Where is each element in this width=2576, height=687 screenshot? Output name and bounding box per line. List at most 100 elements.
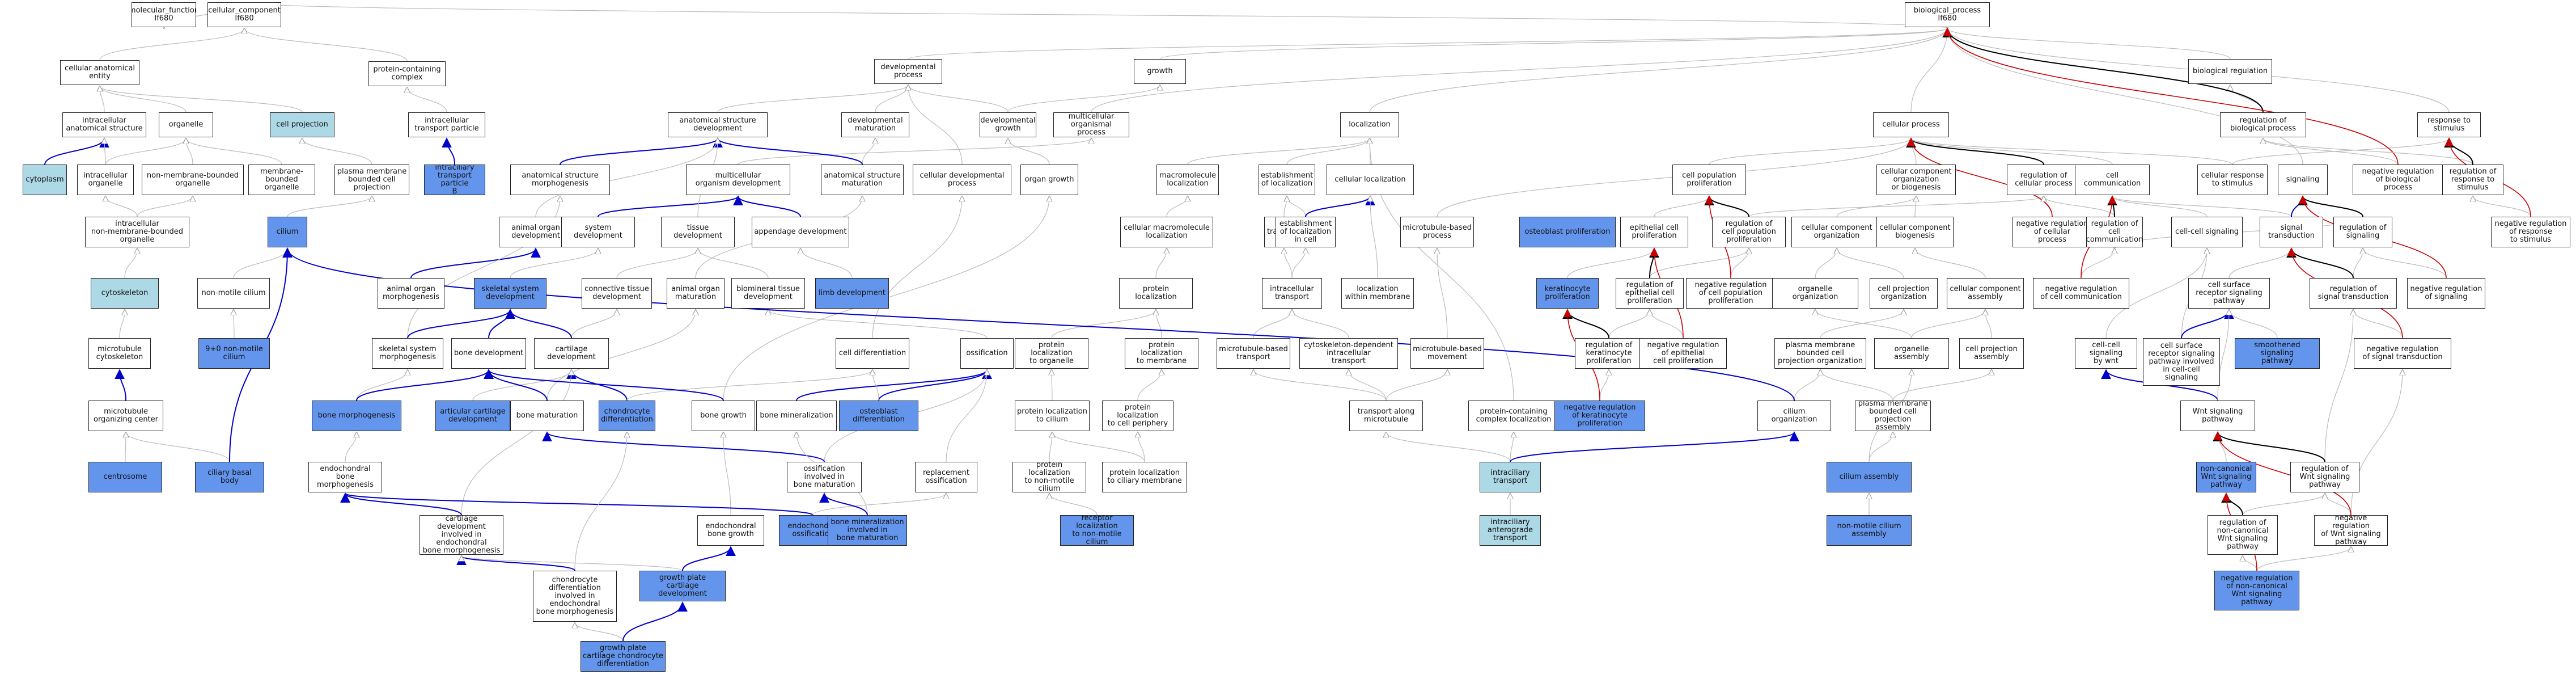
go-term-node[interactable]: organelle organization bbox=[1772, 278, 1858, 309]
go-term-node[interactable]: centrosome bbox=[88, 462, 162, 492]
go-term-node[interactable]: regulation of cell communication bbox=[2086, 217, 2143, 247]
go-term-node[interactable]: negative regulation of signal transducti… bbox=[2354, 338, 2451, 369]
go-term-node[interactable]: articular cartilage development bbox=[435, 401, 510, 431]
go-term-node[interactable]: regulation of cell population proliferat… bbox=[1712, 217, 1786, 247]
go-term-node[interactable]: localization within membrane bbox=[1341, 278, 1414, 309]
go-term-node[interactable]: bone maturation bbox=[510, 401, 584, 431]
go-term-node[interactable]: cellular component organization bbox=[1791, 217, 1882, 247]
go-term-node[interactable]: cartilage development bbox=[534, 338, 609, 369]
go-term-node[interactable]: cell surface receptor signaling pathway bbox=[2188, 278, 2270, 309]
go-term-node[interactable]: cytoplasm bbox=[23, 165, 67, 195]
go-term-node[interactable]: cellular macromolecule localization bbox=[1120, 217, 1213, 247]
go-term-node[interactable]: bone mineralization bbox=[756, 401, 837, 431]
go-term-node[interactable]: non-motile cilium assembly bbox=[1827, 515, 1912, 546]
go-term-node[interactable]: cellular response to stimulus bbox=[2197, 165, 2268, 195]
go-term-node[interactable]: cartilage development involved in endoch… bbox=[420, 515, 503, 555]
go-term-node[interactable]: biomineral tissue development bbox=[731, 278, 805, 309]
go-term-node[interactable]: animal organ development bbox=[499, 217, 573, 247]
go-term-node[interactable]: cellular_component If680 bbox=[207, 2, 281, 27]
go-term-node[interactable]: cell communication bbox=[2075, 165, 2150, 195]
go-term-node[interactable]: protein-containing complex bbox=[368, 61, 446, 86]
go-term-node[interactable]: animal organ maturation bbox=[667, 278, 724, 309]
go-term-node[interactable]: protein localization to organelle bbox=[1015, 338, 1088, 369]
go-term-node[interactable]: endochondral bone growth bbox=[697, 515, 764, 546]
go-term-node[interactable]: cytoskeleton bbox=[91, 278, 159, 309]
go-term-node[interactable]: cell differentiation bbox=[836, 338, 909, 369]
go-term-node[interactable]: system development bbox=[561, 217, 635, 247]
go-term-node[interactable]: regulation of response to stimulus bbox=[2442, 165, 2503, 195]
go-term-node[interactable]: cell projection bbox=[270, 112, 334, 137]
go-term-node[interactable]: cellular localization bbox=[1327, 165, 1414, 195]
go-term-node[interactable]: localization bbox=[1340, 112, 1399, 137]
go-term-node[interactable]: developmental growth bbox=[980, 112, 1036, 137]
go-term-node[interactable]: regulation of keratinocyte proliferation bbox=[1575, 338, 1643, 369]
go-term-node[interactable]: growth bbox=[1134, 59, 1186, 84]
go-term-node[interactable]: ossification bbox=[960, 338, 1014, 369]
go-term-node[interactable]: protein localization to cilium bbox=[1015, 401, 1090, 431]
go-term-node[interactable]: cellular component assembly bbox=[1947, 278, 2024, 309]
go-term-node[interactable]: growth plate cartilage development bbox=[639, 571, 726, 601]
go-term-node[interactable]: protein localization to cell periphery bbox=[1102, 401, 1173, 431]
go-term-node[interactable]: keratinocyte proliferation bbox=[1536, 278, 1599, 309]
go-term-node[interactable]: bone mineralization involved in bone mat… bbox=[828, 515, 907, 546]
go-term-node[interactable]: regulation of epithelial cell proliferat… bbox=[1616, 278, 1684, 309]
go-term-node[interactable]: cell-cell signaling bbox=[2171, 217, 2243, 247]
go-term-node[interactable]: cellular component biogenesis bbox=[1876, 217, 1954, 247]
go-term-node[interactable]: regulation of signal transduction bbox=[2310, 278, 2397, 309]
go-term-node[interactable]: cell surface receptor signaling pathway … bbox=[2143, 338, 2220, 386]
go-term-node[interactable]: regulation of Wnt signaling pathway bbox=[2290, 462, 2359, 492]
go-term-node[interactable]: cilium assembly bbox=[1827, 462, 1912, 492]
go-term-node[interactable]: negative regulation of response to stimu… bbox=[2491, 217, 2570, 247]
go-term-node[interactable]: animal organ morphogenesis bbox=[378, 278, 444, 309]
go-term-node[interactable]: biological_process If680 bbox=[1905, 2, 1990, 27]
go-term-node[interactable]: cell population proliferation bbox=[1672, 165, 1746, 195]
go-term-node[interactable]: cytoskeleton-dependent intracellular tra… bbox=[1299, 338, 1398, 369]
go-term-node[interactable]: bone growth bbox=[692, 401, 755, 431]
go-term-node[interactable]: anatomical structure development bbox=[668, 112, 768, 137]
go-term-node[interactable]: regulation of biological process bbox=[2220, 112, 2306, 137]
go-term-node[interactable]: negative regulation of biological proces… bbox=[2353, 165, 2443, 195]
go-term-node[interactable]: biological regulation bbox=[2188, 59, 2272, 84]
go-term-node[interactable]: intracellular transport bbox=[1262, 278, 1322, 309]
go-term-node[interactable]: non-membrane-bounded organelle bbox=[142, 165, 244, 195]
go-term-node[interactable]: negative regulation of non-canonical Wnt… bbox=[2214, 571, 2299, 610]
go-term-node[interactable]: developmental process bbox=[874, 59, 942, 84]
go-term-node[interactable]: endochondral bone morphogenesis bbox=[308, 462, 382, 492]
go-term-node[interactable]: cellular component organization or bioge… bbox=[1876, 165, 1956, 195]
go-term-node[interactable]: plasma membrane bounded cell projection bbox=[334, 165, 409, 195]
go-term-node[interactable]: smoothened signaling pathway bbox=[2235, 338, 2320, 369]
go-term-node[interactable]: organ growth bbox=[1020, 165, 1078, 195]
go-term-node[interactable]: regulation of cellular process bbox=[2007, 165, 2081, 195]
go-term-node[interactable]: cell-cell signaling by wnt bbox=[2075, 338, 2137, 369]
go-term-node[interactable]: receptor localization to non-motile cili… bbox=[1060, 515, 1134, 546]
go-term-node[interactable]: signaling bbox=[2278, 165, 2328, 195]
go-term-node[interactable]: chondrocyte differentiation bbox=[599, 401, 655, 431]
go-term-node[interactable]: microtubule-based movement bbox=[1410, 338, 1484, 369]
go-term-node[interactable]: cilium bbox=[268, 217, 307, 247]
go-term-node[interactable]: anatomical structure maturation bbox=[821, 165, 904, 195]
go-term-node[interactable]: negative regulation of cellular process bbox=[2012, 217, 2092, 247]
go-term-node[interactable]: ciliary basal body bbox=[195, 462, 264, 492]
go-term-node[interactable]: microtubule-based transport bbox=[1217, 338, 1290, 369]
go-term-node[interactable]: intraciliary transport particle B bbox=[424, 165, 485, 195]
go-term-node[interactable]: signal transduction bbox=[2260, 217, 2323, 247]
go-term-node[interactable]: connective tissue development bbox=[582, 278, 652, 309]
go-term-node[interactable]: cellular developmental process bbox=[913, 165, 1011, 195]
go-term-node[interactable]: cilium organization bbox=[1757, 401, 1831, 431]
go-term-node[interactable]: tissue development bbox=[661, 217, 735, 247]
go-term-node[interactable]: microtubule cytoskeleton bbox=[88, 338, 151, 369]
go-term-node[interactable]: macromolecule localization bbox=[1156, 165, 1219, 195]
go-term-node[interactable]: skeletal system morphogenesis bbox=[372, 338, 443, 369]
go-term-node[interactable]: plasma membrane bounded cell projection … bbox=[1855, 401, 1931, 431]
go-term-node[interactable]: protein localization to non-motile ciliu… bbox=[1012, 462, 1086, 492]
go-term-node[interactable]: microtubule organizing center bbox=[88, 401, 163, 431]
go-term-node[interactable]: plasma membrane bounded cell projection … bbox=[1774, 338, 1866, 369]
go-term-node[interactable]: microtubule-based process bbox=[1400, 217, 1474, 247]
go-term-node[interactable]: molecular_function If680 bbox=[132, 2, 196, 27]
go-term-node[interactable]: intracellular organelle bbox=[77, 165, 134, 195]
go-term-node[interactable]: regulation of signaling bbox=[2333, 217, 2392, 247]
go-term-node[interactable]: negative regulation of epithelial cell p… bbox=[1639, 338, 1727, 369]
go-term-node[interactable]: negative regulation of signaling bbox=[2407, 278, 2485, 309]
go-term-node[interactable]: 9+0 non-motile cilium bbox=[198, 338, 270, 369]
go-term-node[interactable]: negative regulation of cell communicatio… bbox=[2033, 278, 2129, 309]
